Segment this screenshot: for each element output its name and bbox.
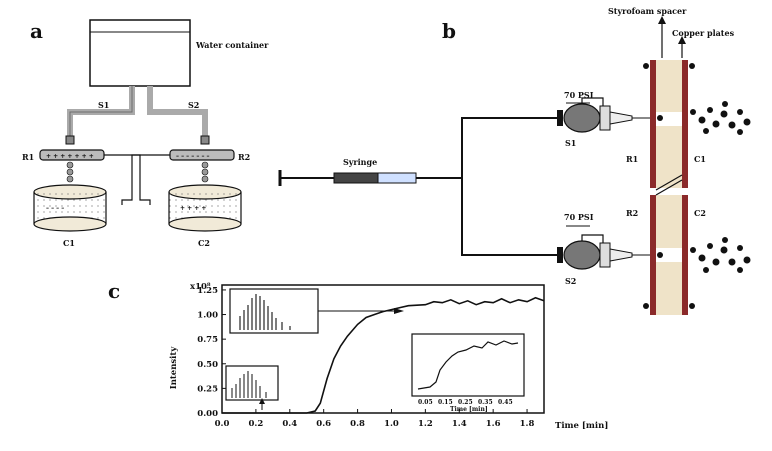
a-s1-label: S1: [98, 100, 109, 110]
inset-spectrum-bottom: [225, 365, 279, 410]
x-tick-label-2: 0.4: [282, 419, 297, 429]
b-s2-label: S2: [565, 276, 576, 286]
inset-time-zoom: 0.05 0.15 0.25 0.35 0.45 Time [min]: [411, 333, 525, 413]
droplets-s1: [66, 161, 74, 183]
water-container-label: Water container: [195, 40, 269, 50]
x-tick-label-8: 1.6: [486, 419, 501, 429]
y-tick-label-1: 0.25: [197, 384, 218, 394]
inset-tick-1: 0.15: [438, 399, 453, 406]
y-tick-label-2: 0.50: [197, 360, 218, 370]
ring-r1-charges: + + + + + + +: [46, 153, 94, 160]
panel-c-label: c: [108, 279, 120, 303]
x-tick-label-3: 0.6: [316, 419, 331, 429]
svg-text:– – – –: – – – –: [46, 205, 64, 212]
x-tick-label-0: 0.0: [215, 419, 230, 429]
droplets-top: [690, 101, 751, 135]
y-tick-label-3: 0.75: [197, 335, 218, 345]
svg-text:+ + + +: + + + +: [180, 205, 206, 212]
inset-tick-4: 0.45: [498, 399, 513, 406]
y-multiplier: x10⁸: [190, 282, 211, 292]
x-axis-label: Time [min]: [555, 421, 608, 431]
inset-tick-3: 0.35: [478, 399, 493, 406]
panel-c: c x10⁸ Intensity Time [min] 0.0 0.2 0.4 0.6…: [108, 279, 608, 431]
chart-frame: [221, 284, 545, 414]
panel-b: b Syringe 70 PSI S1: [278, 6, 751, 315]
inset-spectrum-top: [229, 288, 404, 334]
tube-to-s2: [461, 178, 560, 256]
droplets-s2: [201, 161, 209, 183]
water-container: [89, 19, 191, 87]
cross-connection: [655, 174, 683, 196]
electrode-top: [657, 115, 663, 121]
x-tick-label-1: 0.2: [248, 419, 263, 429]
ring-r2-charges: – – – – – – –: [176, 153, 210, 160]
nozzle-s2: [200, 135, 210, 145]
plate-stack-bottom: [643, 195, 695, 315]
tube-to-s1: [461, 117, 560, 178]
y-tick-label-5: 1.25: [197, 286, 218, 296]
can-c2: + + + +: [168, 184, 242, 232]
a-c2-label: C2: [198, 238, 210, 248]
y-tick-label-0: 0.00: [197, 409, 218, 419]
inset-tick-0: 0.05: [418, 399, 433, 406]
nozzle-s1: [65, 135, 75, 145]
syringe-label: Syringe: [343, 157, 377, 167]
sprayer-s2: 70 PSI S2: [557, 212, 650, 286]
x-tick-label-6: 1.2: [418, 419, 433, 429]
x-tick-label-4: 0.8: [350, 419, 365, 429]
styrofoam-label: Styrofoam spacer: [608, 6, 687, 16]
b-r1-label: R1: [626, 154, 638, 164]
electrode-bottom: [657, 252, 663, 258]
b-psi-bottom-label: 70 PSI: [564, 212, 594, 222]
a-r2-label: R2: [238, 152, 250, 162]
copper-label: Copper plates: [672, 28, 735, 38]
sprayer-s1: 70 PSI S1: [557, 90, 650, 148]
plate-stack-top: [643, 60, 695, 188]
inset-tick-2: 0.25: [458, 399, 473, 406]
panel-b-label: b: [442, 19, 456, 43]
tube-s1: [67, 86, 135, 140]
can-c1: – – – –: [33, 184, 107, 232]
wire-r1-c2: [104, 154, 151, 205]
b-c1-label: C1: [694, 154, 706, 164]
inset-xlabel: Time [min]: [450, 406, 488, 413]
y-tick-label-4: 1.00: [197, 311, 218, 321]
a-r1-label: R1: [22, 152, 34, 162]
y-ticks: 0.00 0.25 0.50 0.75 1.00 1.25: [197, 286, 226, 419]
tube-s2: [147, 86, 208, 140]
b-s1-label: S1: [565, 138, 576, 148]
a-s2-label: S2: [188, 100, 199, 110]
panel-a-label: a: [30, 19, 43, 43]
b-r2-label: R2: [626, 208, 638, 218]
x-tick-label-9: 1.8: [520, 419, 535, 429]
panel-a: a Water container S1 S2 + + + + + + + – …: [22, 19, 269, 248]
wire-r2-c1: [121, 154, 170, 205]
b-psi-top-label: 70 PSI: [564, 90, 594, 100]
droplets-bottom: [690, 237, 751, 273]
x-tick-label-7: 1.4: [452, 419, 467, 429]
x-tick-label-5: 1.0: [384, 419, 399, 429]
a-c1-label: C1: [63, 238, 75, 248]
x-ticks: 0.0 0.2 0.4 0.6 0.8 1.0 1.2 1.4 1.6 1.8: [215, 409, 535, 429]
b-c2-label: C2: [694, 208, 706, 218]
syringe: [278, 170, 462, 186]
y-axis-label: Intensity: [169, 346, 179, 390]
